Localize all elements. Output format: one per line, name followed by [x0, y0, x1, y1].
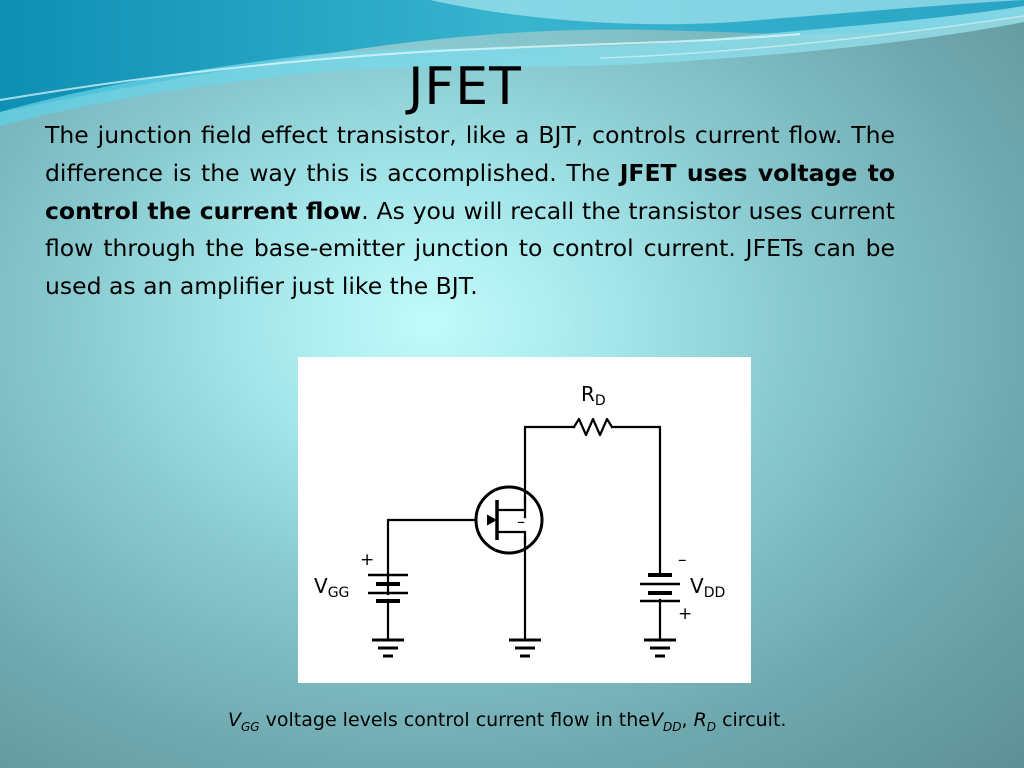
ground-symbol-middle: [509, 638, 541, 658]
figure-caption: VGG voltage levels control current flow …: [228, 709, 787, 734]
vgg-label: VGG: [314, 574, 349, 601]
wire-drain-top: [523, 425, 576, 519]
decorative-wave-banner: [0, 0, 1024, 126]
vdd-label: VDD: [690, 574, 725, 601]
jfet-circuit-figure: – + VGG – + VDD RD: [298, 357, 751, 683]
vdd-minus-label: –: [678, 550, 687, 570]
body-paragraph: The junction field effect transistor, li…: [45, 117, 895, 306]
ground-symbol-right: [644, 638, 676, 658]
battery-vdd: [640, 573, 680, 603]
body-text-part2: . As you will recall the transistor uses…: [45, 196, 895, 301]
resistor-rd: [572, 417, 614, 437]
vgg-plus-label: +: [360, 550, 374, 570]
wire-gate: [386, 518, 478, 596]
battery-vgg: [368, 573, 408, 603]
jfet-circuit-diagram: – + VGG – + VDD RD: [314, 382, 725, 658]
rd-label: RD: [581, 382, 606, 409]
body-text-part1: The junction field effect transistor, li…: [45, 121, 895, 187]
ground-symbol-left: [372, 638, 404, 658]
jfet-symbol: [474, 485, 544, 555]
body-text-bold: JFET uses voltage to control the current…: [45, 158, 895, 225]
wire-rd-vdd: [610, 425, 662, 577]
vdd-plus-label: +: [678, 604, 692, 624]
slide-title: JFET: [408, 57, 522, 117]
jfet-minus-label: –: [517, 512, 525, 531]
